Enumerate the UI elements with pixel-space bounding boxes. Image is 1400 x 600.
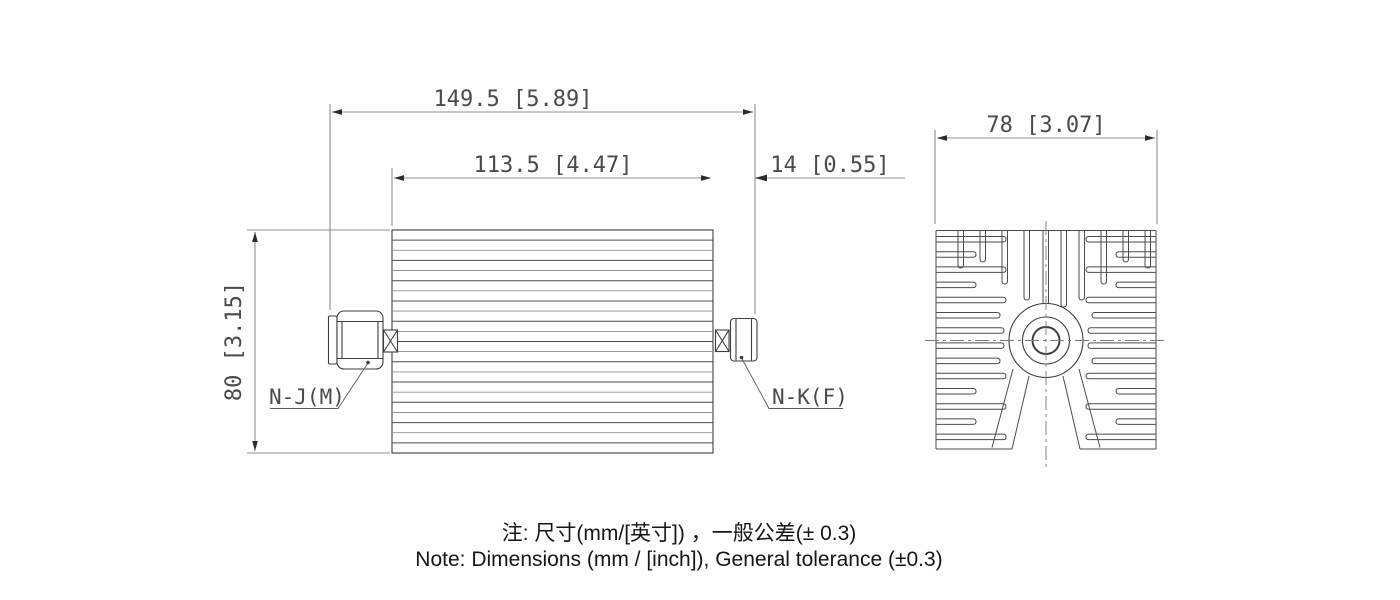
dim-connector-length-label: 14 [0.55] <box>770 153 889 178</box>
arrowhead <box>755 174 767 182</box>
connector-right <box>714 317 758 362</box>
dimension-right-connector-length: 14 [0.55] <box>755 153 905 182</box>
connector-left <box>327 310 399 370</box>
dimension-overall-length: 149.5 [5.89] <box>329 87 756 314</box>
fin-lines-light <box>392 249 713 434</box>
connector-label-right: N-K(F) <box>772 385 848 409</box>
dimension-body-height: 80 [3.15] <box>222 229 390 454</box>
connector-left-hex-nut <box>336 310 384 370</box>
extension-lines <box>247 229 390 454</box>
connector-left-facets <box>336 320 384 360</box>
side-view <box>327 229 758 454</box>
connector-right-thread-hatch <box>714 329 730 353</box>
leader-line <box>270 362 369 409</box>
leader-right-connector: N-K(F) <box>739 355 848 409</box>
connector-right-lines <box>735 318 753 361</box>
connector-right-body <box>729 317 758 362</box>
extension-lines <box>934 130 1158 224</box>
connector-label-left: N-J(M) <box>269 385 345 409</box>
dim-body-length-label: 113.5 [4.47] <box>474 153 633 178</box>
side-body <box>391 229 714 454</box>
note-line-en: Note: Dimensions (mm / [inch]), General … <box>415 548 942 571</box>
dimension-end-width: 78 [3.07] <box>934 113 1158 224</box>
connector-left-thread-hatch <box>382 329 399 353</box>
extension-lines <box>329 104 756 314</box>
dim-overall-length-label: 149.5 [5.89] <box>434 87 593 112</box>
end-fins-left <box>936 236 1007 441</box>
end-legs <box>991 368 1101 450</box>
dimension-body-length: 113.5 [4.47] <box>391 153 711 226</box>
note-line-zh: 注: 尺寸(mm/[英寸]) ，一般公差(± 0.3) <box>502 522 857 545</box>
notes-block: 注: 尺寸(mm/[英寸]) ，一般公差(± 0.3) Note: Dimens… <box>415 522 942 571</box>
leader-dot <box>739 355 744 360</box>
leader-dot <box>366 360 370 365</box>
end-fins-right <box>1085 236 1156 441</box>
end-view <box>925 221 1167 471</box>
dim-end-width-label: 78 [3.07] <box>986 113 1105 138</box>
leader-line <box>741 357 843 409</box>
fin-lines-dark <box>392 239 713 444</box>
connector-left-endcap <box>327 315 338 365</box>
dim-body-height-label: 80 [3.15] <box>222 282 247 401</box>
leader-left-connector: N-J(M) <box>269 360 370 409</box>
